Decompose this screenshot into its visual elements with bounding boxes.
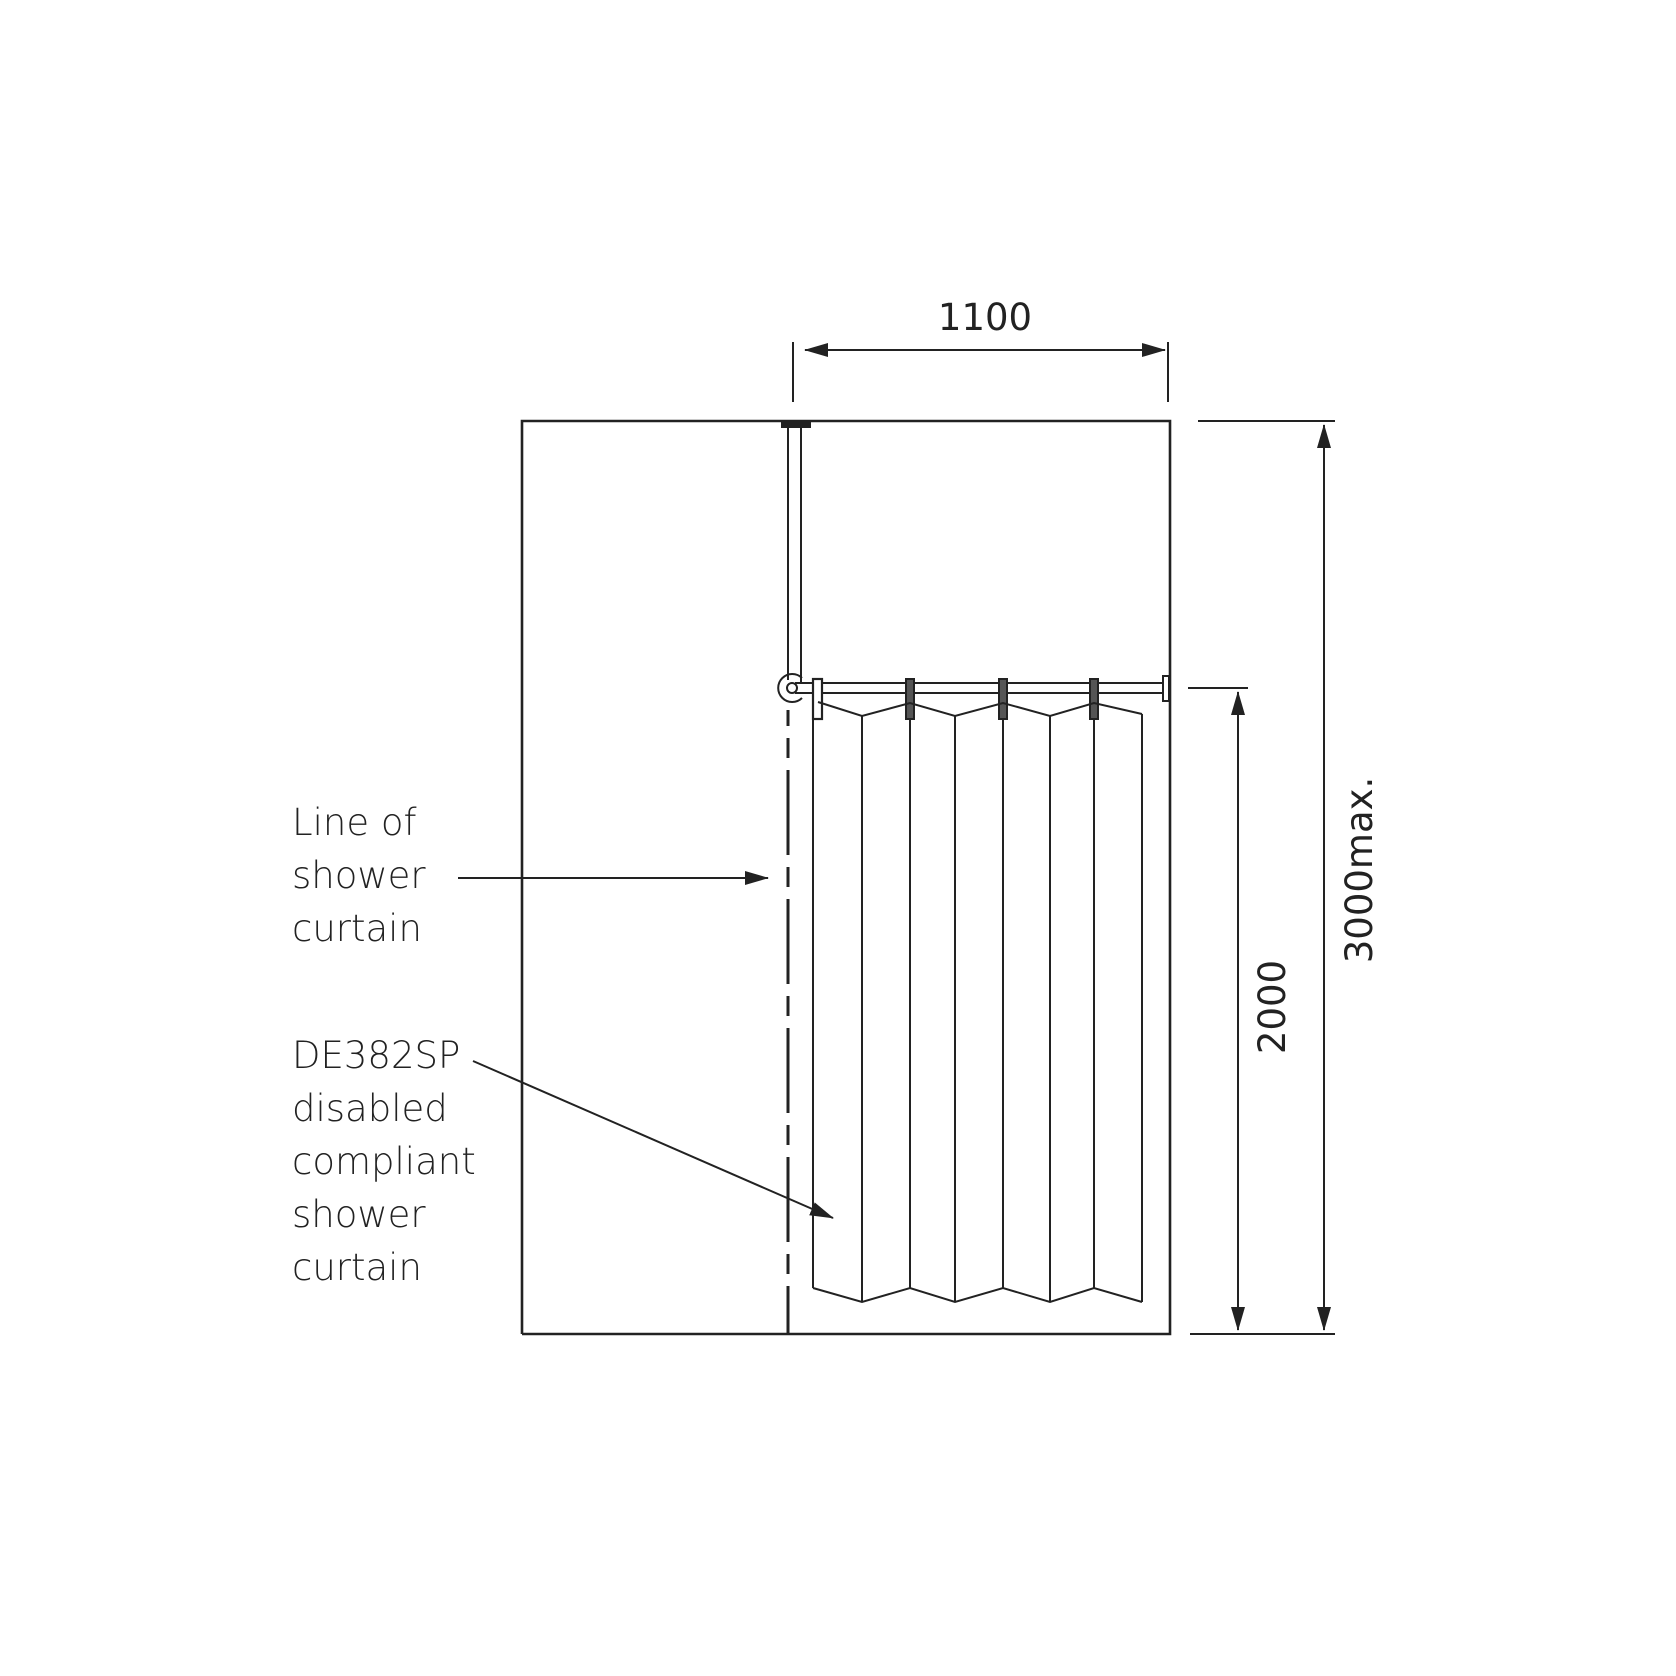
ceiling-support-pole — [781, 421, 811, 682]
rail-elbow — [777, 673, 803, 703]
width-dimension: 1100 — [792, 296, 1169, 402]
annotation-product-text-2: disabled — [292, 1087, 448, 1130]
annotation-product: DE382SP disabled compliant shower curtai… — [292, 1034, 834, 1289]
width-dimension-label: 1100 — [938, 296, 1032, 339]
room-outline — [520, 419, 1172, 1336]
annotation-curtain-line-text-3: curtain — [292, 907, 422, 950]
annotation-curtain-line-text-2: shower — [292, 854, 426, 897]
annotation-product-text-4: shower — [292, 1193, 426, 1236]
shower-curtain — [812, 701, 1143, 1304]
arrow-icon — [472, 1060, 834, 1219]
annotation-curtain-line: Line of shower curtain — [292, 801, 769, 950]
ceiling-height-dimension: 3000max. — [1190, 420, 1381, 1335]
annotation-product-text-3: compliant — [292, 1140, 476, 1183]
annotation-product-text-5: curtain — [292, 1246, 422, 1289]
annotation-curtain-line-text-1: Line of — [292, 801, 417, 844]
curtain-rail — [795, 675, 1170, 702]
curtain-height-dimension: 2000 — [1188, 687, 1294, 1331]
ceiling-height-dimension-label: 3000max. — [1338, 777, 1381, 964]
curtain-height-dimension-label: 2000 — [1251, 960, 1294, 1054]
annotation-product-text-1: DE382SP — [292, 1034, 460, 1077]
